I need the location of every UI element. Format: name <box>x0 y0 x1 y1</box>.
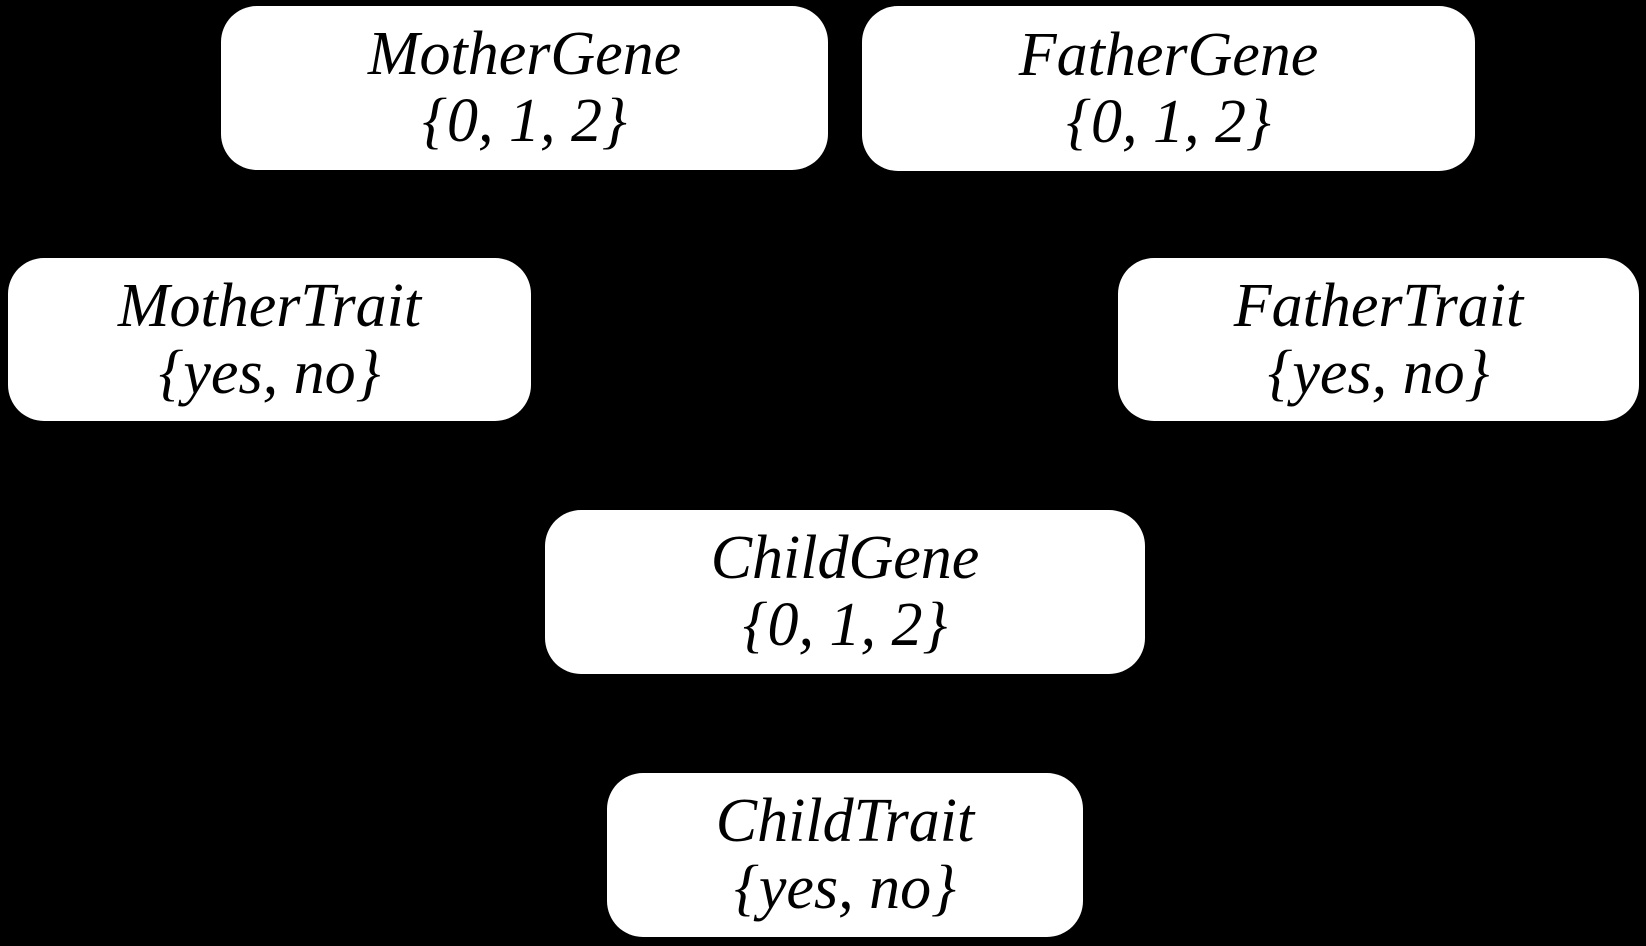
node-father-trait: FatherTrait {yes, no} <box>1118 258 1639 421</box>
node-domain-values: {0, 1, 2} <box>1066 87 1271 156</box>
node-domain-values: {yes, no} <box>158 338 381 407</box>
node-domain-values: {yes, no} <box>1267 338 1490 407</box>
node-label: MotherGene <box>367 20 682 88</box>
node-label: ChildTrait <box>715 787 975 855</box>
node-label: FatherTrait <box>1233 271 1524 340</box>
node-domain-values: {yes, no} <box>734 854 956 922</box>
node-mother-gene: MotherGene {0, 1, 2} <box>221 6 828 170</box>
node-child-gene: ChildGene {0, 1, 2} <box>545 510 1145 674</box>
node-label: ChildGene <box>710 524 980 592</box>
node-domain-values: {0, 1, 2} <box>742 591 948 659</box>
node-mother-trait: MotherTrait {yes, no} <box>8 258 531 421</box>
node-father-gene: FatherGene {0, 1, 2} <box>862 6 1475 171</box>
node-label: FatherGene <box>1018 20 1319 89</box>
node-domain-values: {0, 1, 2} <box>422 87 627 155</box>
node-child-trait: ChildTrait {yes, no} <box>607 773 1083 937</box>
node-label: MotherTrait <box>117 271 422 340</box>
